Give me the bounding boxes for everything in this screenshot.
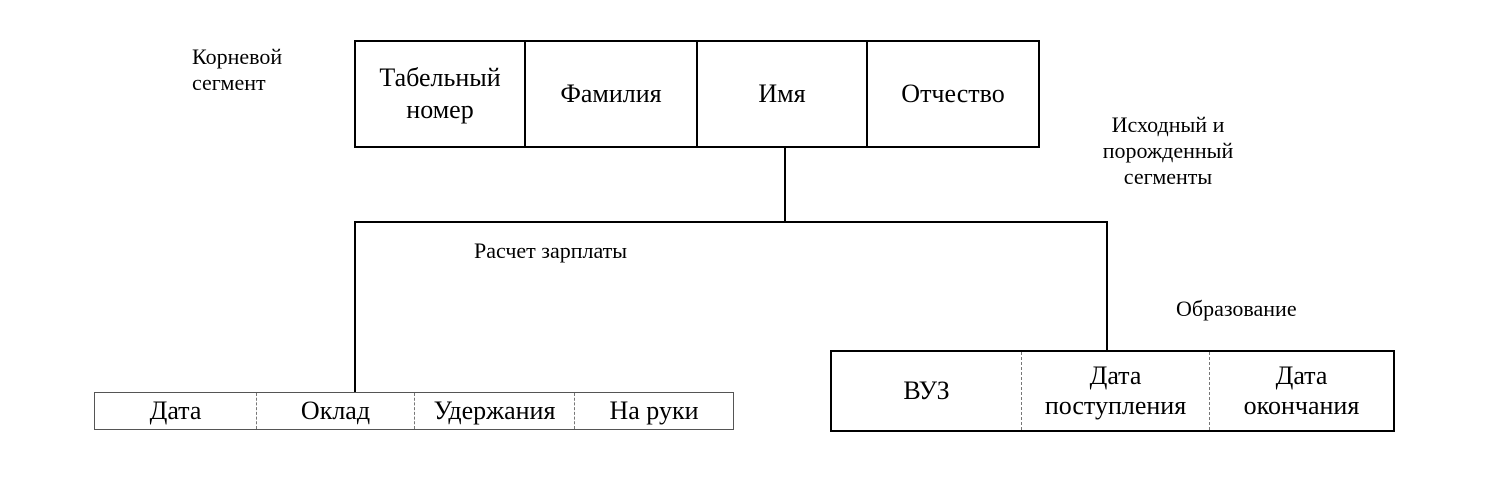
root-field-familiya: Фамилия	[526, 42, 698, 146]
education-field-data-okonchaniya-line2: окончания	[1243, 391, 1360, 420]
source-derived-label-line3: сегменты	[1123, 164, 1213, 189]
education-field-data-postupleniya-line2: поступления	[1044, 391, 1187, 420]
salary-field-na-ruki: На руки	[575, 393, 733, 429]
root-field-tabelny-nomer-line1: Табельный	[379, 63, 501, 92]
education-field-vuz-text: ВУЗ	[903, 376, 950, 405]
salary-field-oklad-text: Оклад	[300, 396, 371, 425]
root-field-imya-text: Имя	[758, 79, 806, 108]
salary-field-uderzhaniya: Удержания	[415, 393, 575, 429]
education-field-data-postupleniya-line1: Дата	[1089, 361, 1142, 390]
connector-education-down	[1106, 221, 1108, 351]
connector-root-down	[784, 148, 786, 222]
education-field-data-postupleniya: Дата поступления	[1022, 352, 1210, 430]
root-field-imya: Имя	[698, 42, 868, 146]
salary-segment: Дата Оклад Удержания На руки	[94, 392, 734, 430]
education-segment: ВУЗ Дата поступления Дата окончания	[830, 350, 1395, 432]
root-segment-label-line1: Корневой	[192, 44, 283, 69]
connector-salary-down	[354, 221, 356, 393]
salary-segment-label: Расчет зарплаты	[474, 238, 628, 263]
root-field-tabelny-nomer: Табельный номер	[356, 42, 526, 146]
root-segment-label: Корневой сегмент	[192, 44, 282, 96]
root-field-tabelny-nomer-line2: номер	[406, 95, 474, 124]
salary-field-na-ruki-text: На руки	[609, 396, 699, 425]
salary-field-data: Дата	[95, 393, 257, 429]
salary-field-data-text: Дата	[149, 396, 202, 425]
education-field-data-okonchaniya-line1: Дата	[1275, 361, 1328, 390]
education-field-vuz: ВУЗ	[832, 352, 1022, 430]
root-segment-label-line2: сегмент	[192, 70, 266, 95]
root-field-otchestvo-text: Отчество	[901, 79, 1005, 108]
source-derived-label-line2: порожденный	[1102, 138, 1234, 163]
education-field-data-okonchaniya: Дата окончания	[1210, 352, 1393, 430]
root-field-familiya-text: Фамилия	[560, 79, 662, 108]
source-derived-label: Исходный и порожденный сегменты	[1078, 112, 1258, 190]
salary-field-uderzhaniya-text: Удержания	[433, 396, 556, 425]
connector-horizontal	[354, 221, 1108, 223]
salary-field-oklad: Оклад	[257, 393, 415, 429]
source-derived-label-line1: Исходный и	[1111, 112, 1225, 137]
root-segment: Табельный номер Фамилия Имя Отчество	[354, 40, 1040, 148]
root-field-otchestvo: Отчество	[868, 42, 1038, 146]
education-segment-label: Образование	[1176, 296, 1297, 321]
